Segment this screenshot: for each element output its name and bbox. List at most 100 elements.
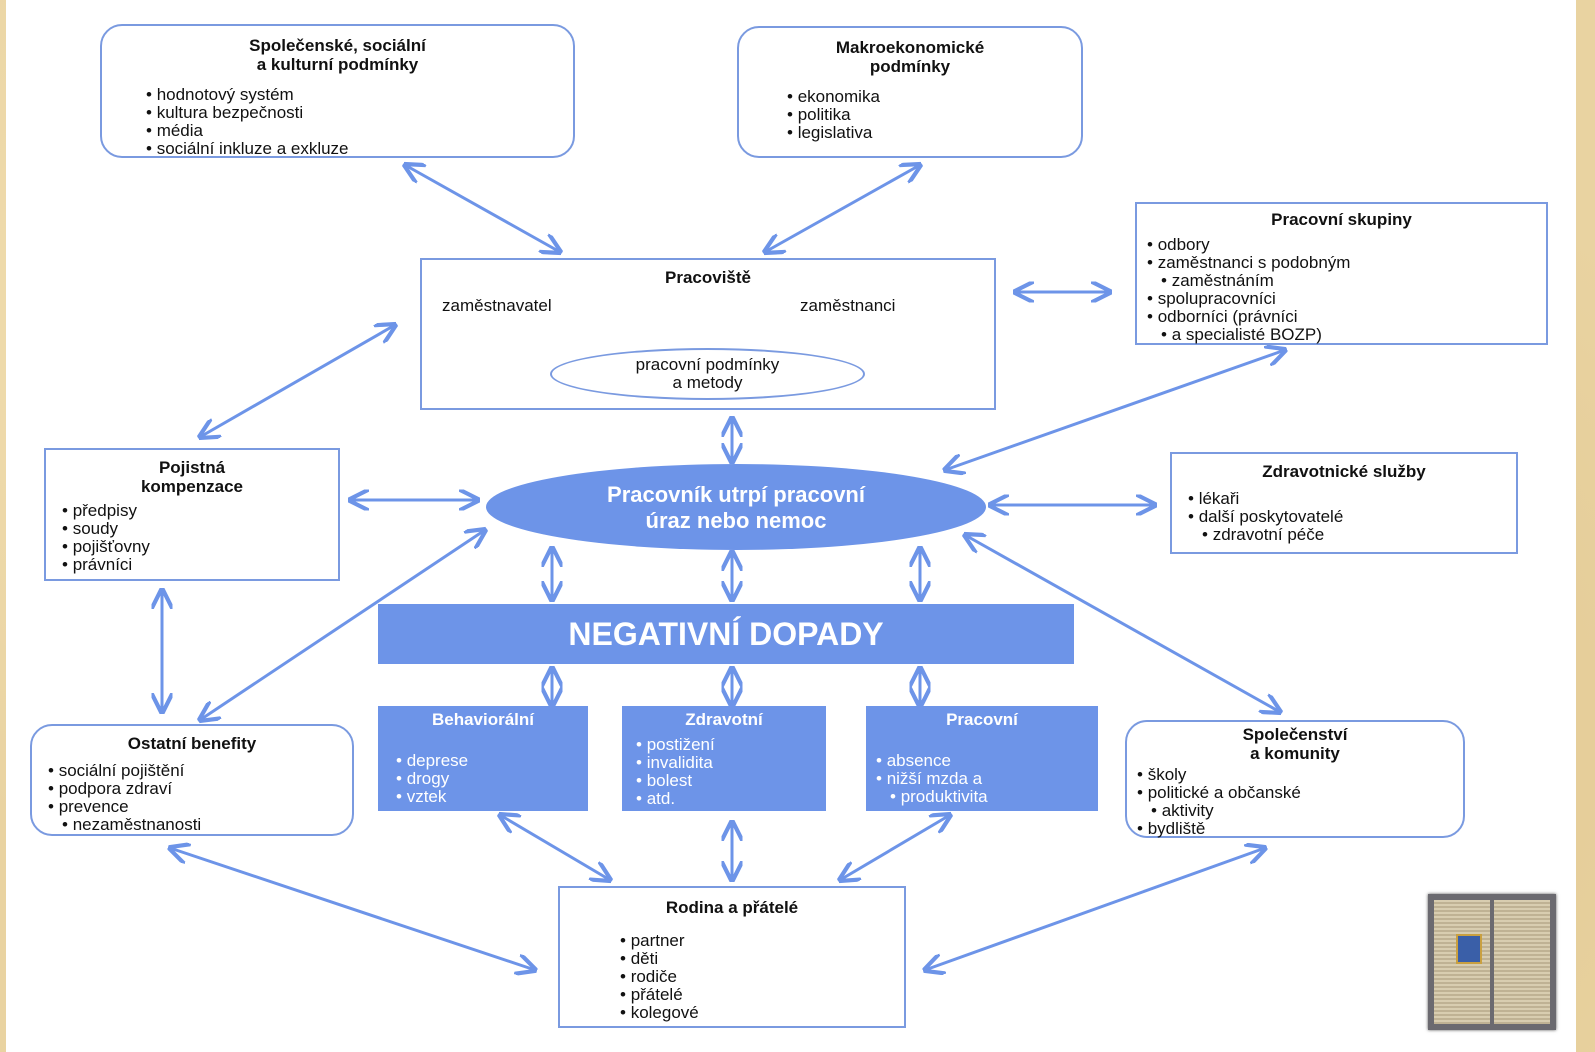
macro-title-line1: Makroekonomické (835, 38, 985, 57)
list-item: nižší mzda a (876, 770, 988, 788)
workplace-title: Pracoviště (665, 268, 751, 287)
manuscript-thumbnail-image (1428, 894, 1556, 1030)
list-item: a specialisté BOZP) (1147, 326, 1350, 344)
list-item: média (146, 122, 349, 140)
arrow-macro-workplace (765, 165, 920, 252)
list-item: prevence (48, 798, 201, 816)
list-item: předpisy (62, 502, 150, 520)
societal-title-line2: a kulturní podmínky (256, 55, 419, 74)
arrow-central-community (965, 535, 1280, 712)
health-title: Zdravotní (685, 710, 763, 729)
list-item: kolegové (620, 1004, 699, 1022)
community-title-line2: a komunity (1250, 744, 1340, 763)
other-benefits-title: Ostatní benefity (127, 734, 257, 753)
list-item: hodnotový systém (146, 86, 349, 104)
insurance-title-line2: kompenzace (140, 477, 244, 496)
list-item: politické a občanské (1137, 784, 1301, 802)
family-title: Rodina a přátelé (665, 898, 799, 917)
list-item: invalidita (636, 754, 715, 772)
list-item: zaměstnáním (1147, 272, 1350, 290)
behavioral-box: Behaviorální deprese drogy vztek (378, 706, 588, 811)
conditions-line2: a metody (672, 373, 743, 392)
working-groups-box: Pracovní skupiny odbory zaměstnanci s po… (1135, 202, 1548, 345)
list-item: aktivity (1137, 802, 1301, 820)
macro-title-line2: podmínky (869, 57, 951, 76)
workplace-box: Pracoviště zaměstnavatel zaměstnanci pra… (420, 258, 996, 410)
list-item: absence (876, 752, 988, 770)
list-item: rodiče (620, 968, 699, 986)
societal-conditions-box: Společenské, sociální a kulturní podmínk… (100, 24, 575, 158)
list-item: sociální inkluze a exkluze (146, 140, 349, 158)
other-benefits-list: sociální pojištění podpora zdraví preven… (48, 762, 202, 834)
health-list: postižení invalidita bolest atd. (636, 736, 715, 808)
insurance-box: Pojistná kompenzace předpisy soudy pojiš… (44, 448, 340, 581)
list-item: drogy (396, 770, 468, 788)
list-item: podpora zdraví (48, 780, 201, 798)
arrow-community-family (925, 848, 1265, 970)
arrow-societal-workplace (405, 165, 560, 252)
arrow-central-benefits (200, 530, 485, 720)
other-benefits-box: Ostatní benefity sociální pojištění podp… (30, 724, 354, 836)
list-item: kultura bezpečnosti (146, 104, 349, 122)
community-list: školy politické a občanské aktivity bydl… (1137, 766, 1301, 838)
arrow-groups-central (945, 350, 1285, 470)
behavioral-list: deprese drogy vztek (396, 752, 468, 806)
arrow-benefits-family (170, 848, 535, 970)
health-box: Zdravotní postižení invalidita bolest at… (622, 706, 826, 811)
health-services-list: lékaři další poskytovatelé zdravotní péč… (1188, 490, 1344, 544)
macroeconomic-box: Makroekonomické podmínky ekonomika polit… (737, 26, 1083, 158)
working-groups-list: odbory zaměstnanci s podobným zaměstnání… (1147, 236, 1351, 344)
central-line2: úraz nebo nemoc (645, 508, 827, 533)
list-item: ekonomika (787, 88, 880, 106)
macro-list: ekonomika politika legislativa (787, 88, 880, 142)
list-item: odborníci (právníci (1147, 308, 1350, 326)
arrow-behavioral-family (500, 815, 610, 880)
list-item: lékaři (1188, 490, 1343, 508)
manuscript-right-page (1494, 900, 1550, 1024)
list-item: pojišťovny (62, 538, 150, 556)
community-box: Společenství a komunity školy politické … (1125, 720, 1465, 838)
list-item: postižení (636, 736, 715, 754)
health-services-title: Zdravotnické služby (1262, 462, 1426, 481)
conditions-ellipse: pracovní podmínky a metody (550, 348, 865, 400)
list-item: právníci (62, 556, 150, 574)
employees-label: zaměstnanci (800, 296, 896, 315)
arrow-workplace-insurance (200, 325, 395, 437)
work-impact-box: Pracovní absence nižší mzda a produktivi… (866, 706, 1098, 811)
family-box: Rodina a přátelé partner děti rodiče přá… (558, 886, 906, 1028)
conditions-line1: pracovní podmínky (635, 355, 780, 374)
negative-impacts-banner: NEGATIVNÍ DOPADY (378, 604, 1074, 664)
list-item: děti (620, 950, 699, 968)
manuscript-illumination (1456, 934, 1482, 964)
behavioral-title: Behaviorální (431, 710, 535, 729)
list-item: spolupracovníci (1147, 290, 1350, 308)
list-item: další poskytovatelé (1188, 508, 1344, 526)
insurance-title-line1: Pojistná (158, 458, 226, 477)
list-item: partner (620, 932, 699, 950)
insurance-list: předpisy soudy pojišťovny právníci (62, 502, 150, 574)
list-item: sociální pojištění (48, 762, 201, 780)
list-item: vztek (396, 788, 468, 806)
list-item: produktivita (876, 788, 988, 806)
list-item: přátelé (620, 986, 699, 1004)
societal-title-line1: Společenské, sociální (249, 36, 426, 55)
community-title-line1: Společenství (1242, 725, 1348, 744)
list-item: zdravotní péče (1188, 526, 1343, 544)
list-item: legislativa (787, 124, 880, 142)
central-line1: Pracovník utrpí pracovní (607, 482, 865, 507)
negative-impacts-label: NEGATIVNÍ DOPADY (568, 616, 884, 652)
arrow-work-family (840, 815, 950, 880)
list-item: školy (1137, 766, 1301, 784)
list-item: deprese (396, 752, 468, 770)
societal-list: hodnotový systém kultura bezpečnosti méd… (146, 86, 349, 158)
central-ellipse: Pracovník utrpí pracovní úraz nebo nemoc (486, 464, 986, 550)
working-groups-title: Pracovní skupiny (1271, 210, 1412, 229)
health-services-box: Zdravotnické služby lékaři další poskyto… (1170, 452, 1518, 554)
work-impact-title: Pracovní (946, 710, 1018, 729)
list-item: odbory (1147, 236, 1350, 254)
list-item: bolest (636, 772, 715, 790)
family-list: partner děti rodiče přátelé kolegové (620, 932, 699, 1022)
list-item: bydliště (1137, 820, 1301, 838)
employer-label: zaměstnavatel (442, 296, 552, 315)
